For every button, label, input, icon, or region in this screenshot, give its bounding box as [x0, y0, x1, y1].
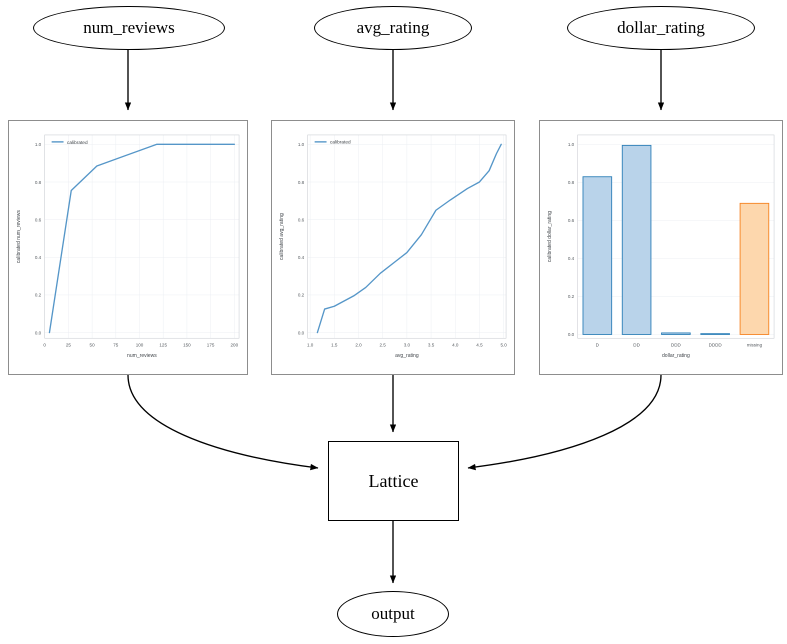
svg-text:0.6: 0.6 — [298, 217, 305, 222]
chart2-content: 1.0 1.5 2.0 2.5 3.0 3.5 4.0 4.5 5.0 0.0 0.2 0.4 0.6 0… — [279, 134, 507, 359]
chart-avg-rating-svg: 1.0 1.5 2.0 2.5 3.0 3.5 4.0 4.5 5.0 0.0 0.2 0.4 0.6 0… — [279, 134, 507, 359]
edge-chart3-to-lattice — [467, 374, 662, 471]
svg-text:dollar_rating: dollar_rating — [662, 353, 690, 359]
svg-text:0.2: 0.2 — [298, 293, 305, 298]
svg-text:0.8: 0.8 — [568, 180, 575, 185]
input-node-label: num_reviews — [83, 18, 175, 37]
svg-text:1.5: 1.5 — [331, 343, 338, 348]
svg-text:1.0: 1.0 — [35, 142, 42, 147]
input-node-num-reviews[interactable]: num_reviews — [33, 6, 225, 50]
svg-text:4.5: 4.5 — [476, 343, 483, 348]
chart-num-reviews-svg: 0 25 50 75 100 125 150 175 200 0.0 0.2 0.4 0.6 0.8 1.0… — [16, 134, 240, 359]
svg-text:4.0: 4.0 — [452, 343, 459, 348]
calibrator-chart-avg-rating[interactable]: 1.0 1.5 2.0 2.5 3.0 3.5 4.0 4.5 5.0 0.0 0.2 0.4 0.6 0… — [271, 120, 515, 375]
svg-text:0.6: 0.6 — [568, 218, 575, 223]
svg-text:0.4: 0.4 — [35, 255, 42, 260]
lattice-node[interactable]: Lattice — [328, 441, 459, 521]
svg-text:calibrated avg_rating: calibrated avg_rating — [279, 213, 285, 260]
input-node-label: avg_rating — [356, 18, 430, 37]
svg-text:calibrated dollar_rating: calibrated dollar_rating — [547, 211, 553, 262]
svg-text:0.4: 0.4 — [568, 256, 575, 261]
svg-text:DDD: DDD — [671, 343, 682, 348]
svg-text:1.0: 1.0 — [298, 142, 305, 147]
svg-text:DD: DD — [633, 343, 640, 348]
svg-text:0.0: 0.0 — [298, 330, 305, 335]
svg-text:125: 125 — [159, 343, 167, 348]
svg-text:num_reviews: num_reviews — [127, 353, 157, 359]
svg-text:0.8: 0.8 — [35, 180, 42, 185]
svg-text:missing: missing — [747, 343, 763, 348]
svg-text:175: 175 — [207, 343, 215, 348]
svg-text:25: 25 — [66, 343, 72, 348]
svg-text:1.0: 1.0 — [568, 142, 575, 147]
svg-text:0.2: 0.2 — [35, 293, 42, 298]
svg-text:3.0: 3.0 — [404, 343, 411, 348]
lattice-node-label: Lattice — [368, 470, 419, 491]
input-node-dollar-rating[interactable]: dollar_rating — [567, 6, 755, 50]
svg-text:150: 150 — [183, 343, 191, 348]
svg-text:5.0: 5.0 — [500, 343, 507, 348]
output-node-label: output — [371, 604, 415, 623]
input-node-label: dollar_rating — [617, 18, 705, 37]
svg-text:0: 0 — [43, 343, 46, 348]
svg-text:0.0: 0.0 — [35, 330, 42, 335]
svg-text:50: 50 — [90, 343, 96, 348]
svg-text:0.6: 0.6 — [35, 217, 42, 222]
svg-text:calibrated num_reviews: calibrated num_reviews — [16, 210, 22, 263]
svg-text:0.8: 0.8 — [298, 180, 305, 185]
input-node-avg-rating[interactable]: avg_rating — [314, 6, 472, 50]
svg-text:200: 200 — [231, 343, 239, 348]
svg-text:75: 75 — [113, 343, 119, 348]
svg-text:3.5: 3.5 — [428, 343, 435, 348]
svg-text:0.4: 0.4 — [298, 255, 305, 260]
edge-chart1-to-lattice — [127, 374, 319, 471]
chart1-content: 0 25 50 75 100 125 150 175 200 0.0 0.2 0.4 0.6 0.8 1.0… — [16, 134, 240, 359]
svg-text:100: 100 — [136, 343, 144, 348]
svg-text:DDDD: DDDD — [709, 343, 723, 348]
svg-text:0.0: 0.0 — [568, 332, 575, 337]
svg-text:1.0: 1.0 — [307, 343, 314, 348]
svg-text:2.5: 2.5 — [380, 343, 387, 348]
calibrator-chart-num-reviews[interactable]: 0 25 50 75 100 125 150 175 200 0.0 0.2 0.4 0.6 0.8 1.0… — [8, 120, 248, 375]
svg-text:0.2: 0.2 — [568, 294, 575, 299]
svg-text:calibrated: calibrated — [67, 140, 88, 146]
svg-text:calibrated: calibrated — [330, 140, 351, 146]
output-node[interactable]: output — [337, 591, 449, 637]
svg-text:D: D — [596, 343, 600, 348]
svg-text:2.0: 2.0 — [355, 343, 362, 348]
svg-text:avg_rating: avg_rating — [395, 353, 419, 359]
